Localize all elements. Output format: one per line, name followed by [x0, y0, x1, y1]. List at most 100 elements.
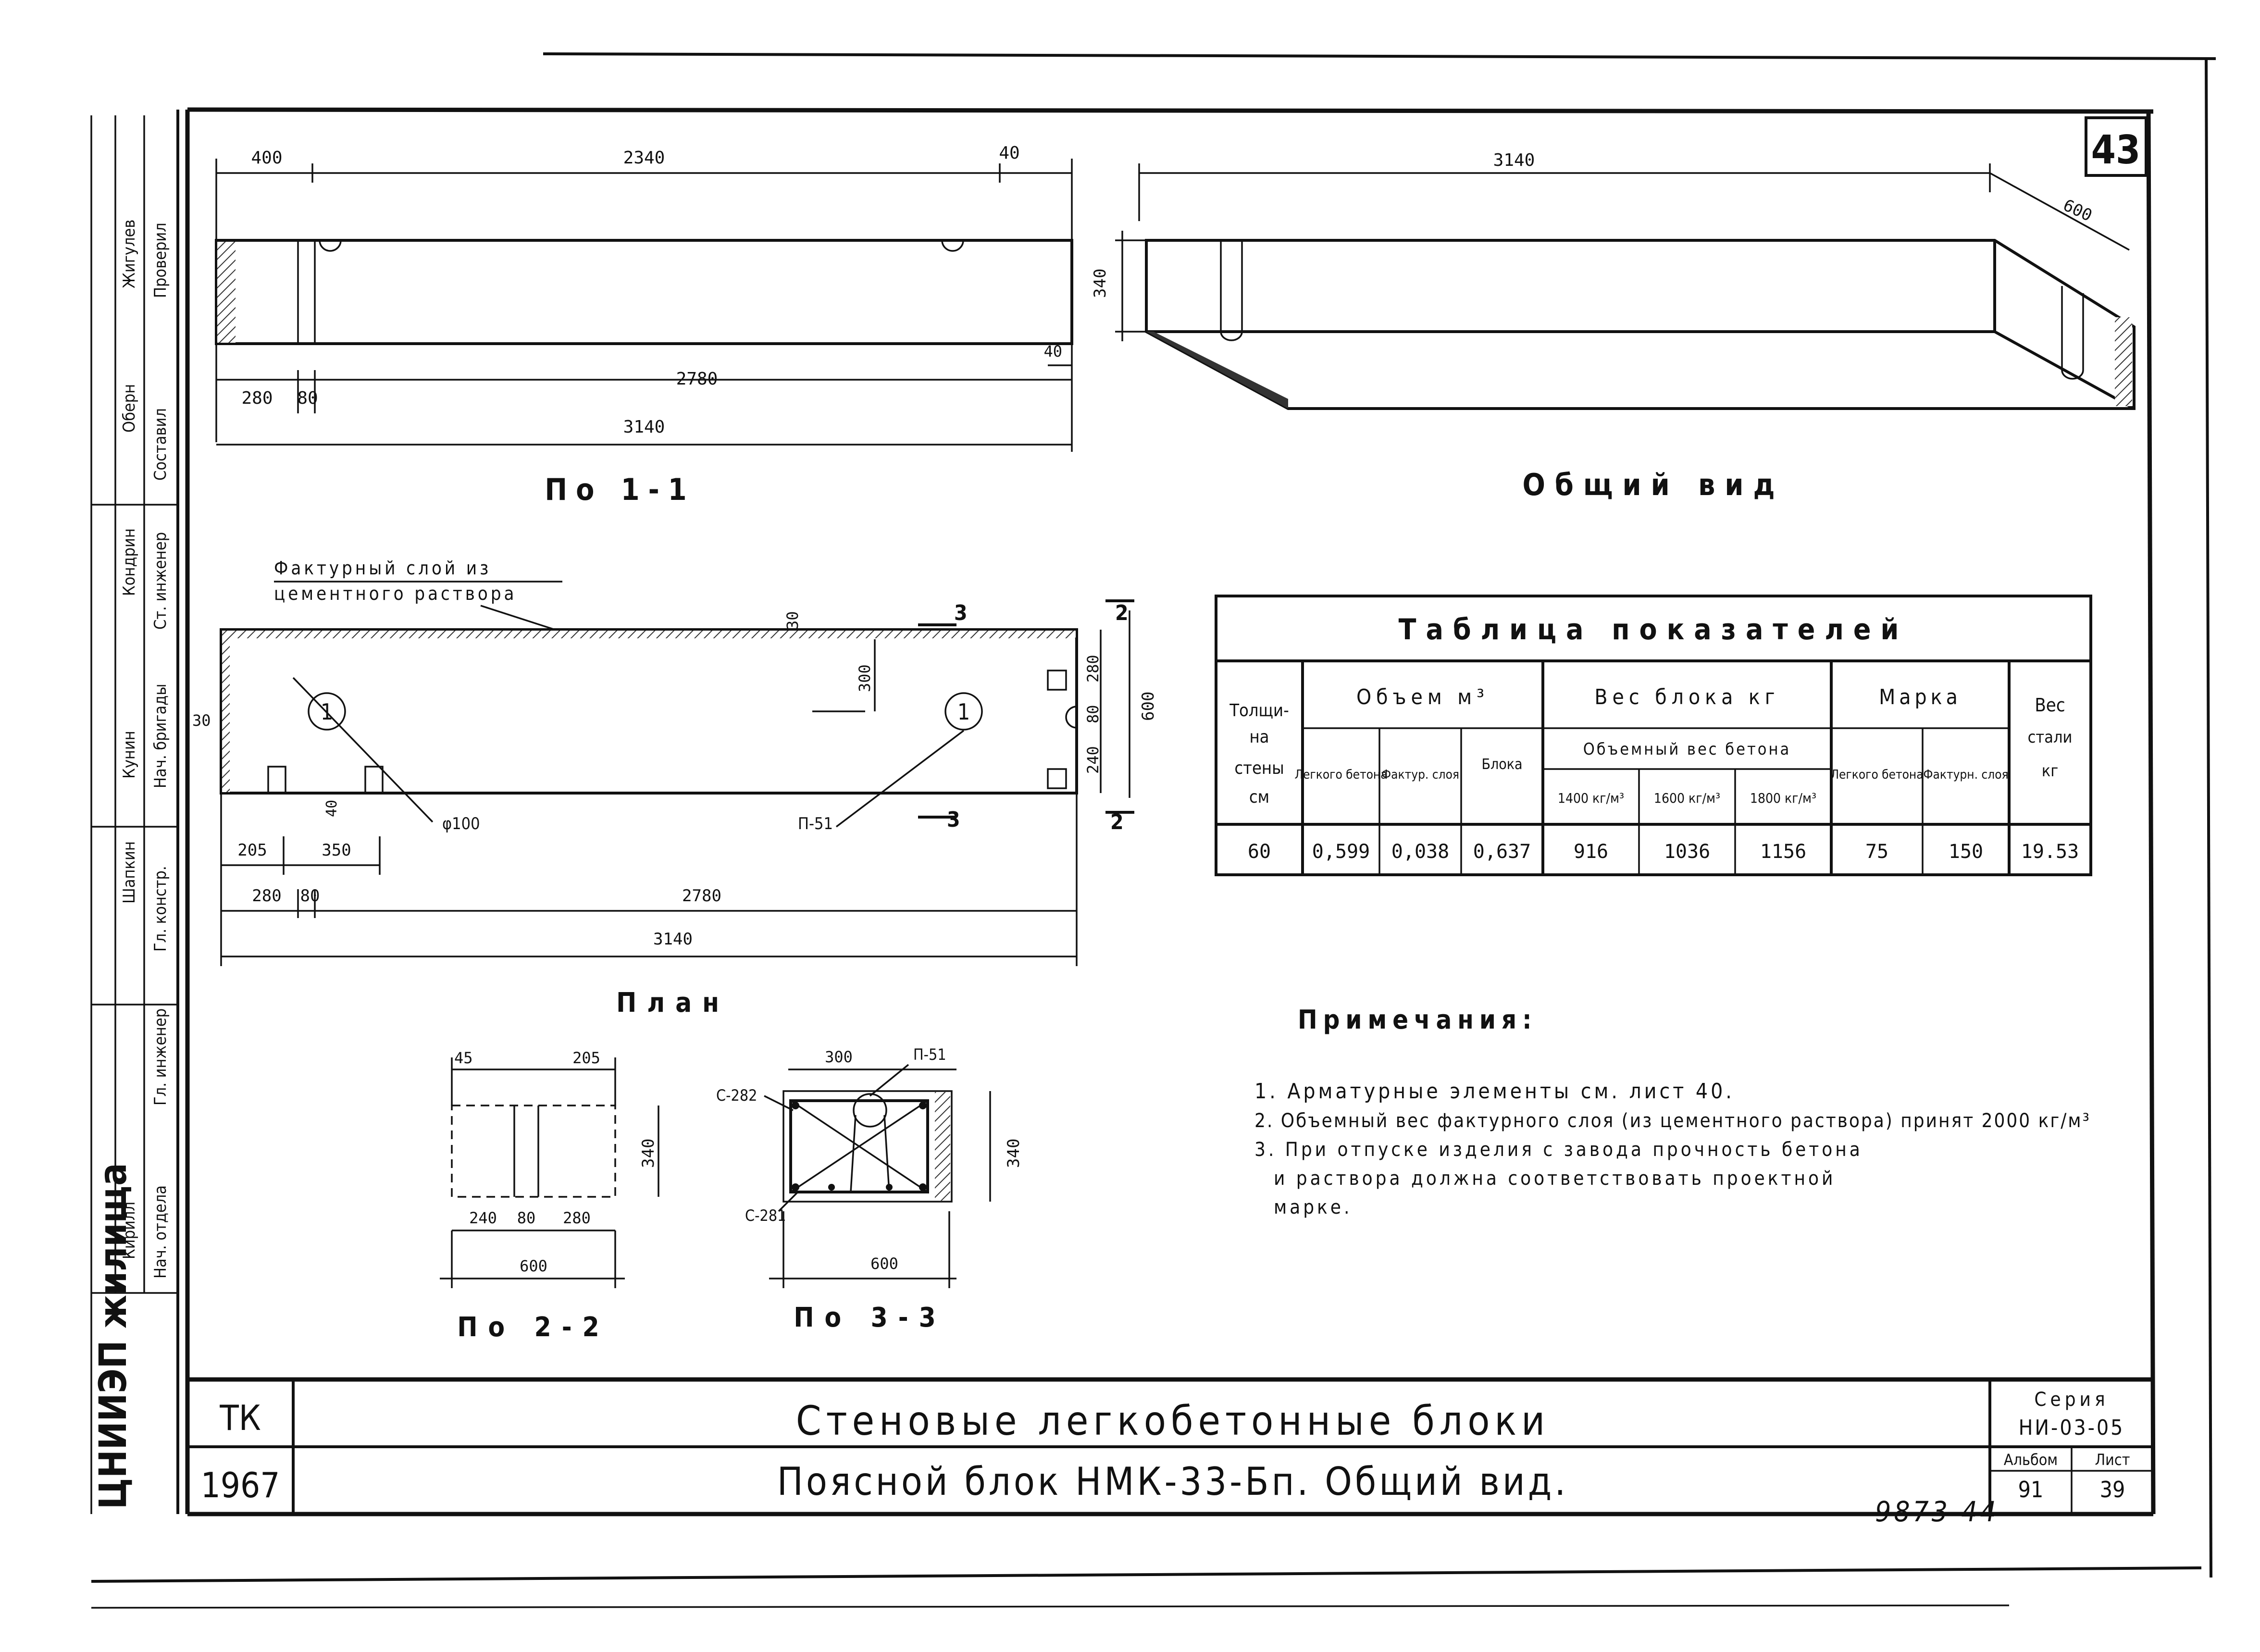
th-mark-fact: Фактурн. слоя	[1923, 768, 2008, 782]
td-w-1800: 1156	[1760, 841, 1806, 863]
td-steel: 19.53	[2021, 841, 2079, 863]
plan-cut-2-bot: 2	[1110, 810, 1124, 834]
s22-dim-45: 45	[454, 1049, 473, 1067]
th-volume: Объем м³	[1356, 685, 1489, 709]
section-1-1: 400 2340 40 280 80 2780 3140 40 По 1-1	[215, 143, 1073, 507]
td-mark-fact: 150	[1949, 841, 1983, 863]
plan-rebar-label: П-51	[798, 814, 833, 833]
notes: Примечания: 1. Арматурные элементы см. л…	[1254, 1005, 2091, 1218]
side-stamp: Нач. отдела Гл. инженер Гл. констр. Нач.…	[90, 110, 179, 1514]
plan-cut-3-bot: 3	[947, 807, 960, 832]
side-role-1: Нач. отдела	[151, 1185, 170, 1279]
th-vol-block: Блока	[1481, 756, 1522, 773]
dim-1-1-top-b: 2340	[623, 148, 665, 168]
indicators-table: Таблица показателей Толщи- на стены см О…	[1215, 595, 2092, 876]
side-role-7: Проверил	[151, 223, 170, 298]
gv-dim-length: 3140	[1493, 150, 1535, 170]
plan-note-2: цементного раствора	[274, 583, 517, 604]
plan-dim-r-600: 600	[1139, 692, 1158, 721]
plan-cut-3-top: 3	[954, 601, 968, 625]
side-role-6: Составил	[151, 408, 170, 481]
general-view-title: Общий вид	[1522, 467, 1784, 502]
plan-dim-280: 280	[252, 886, 281, 906]
dim-1-1-b-a: 280	[241, 388, 273, 408]
th-w-1800: 1800 кг/м³	[1750, 790, 1816, 806]
dim-1-1-total: 3140	[623, 417, 665, 437]
s22-dim-80: 80	[517, 1209, 536, 1227]
tb-album-label: Альбом	[2004, 1451, 2058, 1469]
sheet-stamp: 9873 44	[1875, 1495, 1999, 1528]
tb-org: ТК	[219, 1398, 261, 1438]
plan-pipe-label: φ100	[442, 814, 480, 833]
s22-dim-240: 240	[469, 1209, 497, 1227]
side-name-1: Шапкин	[120, 841, 139, 904]
s33-dim-300: 300	[825, 1048, 853, 1066]
side-name-3: Кирилл	[120, 1202, 139, 1259]
plan-dim-205: 205	[237, 841, 267, 860]
plan-dim-300: 300	[856, 664, 874, 692]
plan-dim-30-left: 30	[192, 711, 211, 730]
td-mark-light: 75	[1865, 841, 1888, 863]
side-role-4: Нач. бригады	[151, 683, 170, 788]
s33-dim-height: 340	[1004, 1139, 1023, 1168]
section-2-2: 45 205 340 240 80 280 600 По 2-2	[440, 1049, 659, 1343]
tb-year: 1967	[201, 1465, 280, 1505]
th-thickness-2: на	[1249, 727, 1269, 747]
plan-dim-80: 80	[300, 886, 320, 906]
dim-1-1-b-b: 80	[297, 388, 318, 408]
th-thickness-1: Толщи-	[1229, 701, 1289, 720]
plan-dim-2780: 2780	[682, 886, 721, 906]
note-2: 2. Объемный вес фактурного слоя (из цеме…	[1254, 1110, 2091, 1132]
sheet-number: 43	[2091, 127, 2141, 173]
plan-dim-r-280: 280	[1084, 655, 1102, 683]
th-thickness-4: см	[1249, 787, 1269, 807]
tb-title-2: Поясной блок НМК-33-Бп. Общий вид.	[777, 1459, 1568, 1504]
tb-sheet-label: Лист	[2095, 1451, 2130, 1469]
dim-1-1-top-a: 400	[251, 148, 282, 168]
s33-label-p51: П-51	[913, 1045, 946, 1064]
plan-cut-2-top: 2	[1115, 601, 1129, 625]
plan-dim-40: 40	[323, 800, 340, 817]
tb-series-label: Серия	[2034, 1389, 2109, 1411]
th-w-1400: 1400 кг/м³	[1558, 790, 1624, 806]
side-role-5: Ст. инженер	[151, 532, 170, 630]
side-name-2: Кунин	[120, 731, 139, 779]
th-vol-fact: Фактур. слоя	[1381, 768, 1459, 782]
side-institute: ЦНИИЭП жилища	[92, 1163, 135, 1509]
tb-series-value: НИ-03-05	[2019, 1416, 2125, 1440]
title-block: ТК 1967 Стеновые легкобетонные блоки Поя…	[187, 1377, 2153, 1516]
note-1: 1. Арматурные элементы см. лист 40.	[1254, 1079, 1735, 1104]
section-3-3-title: По 3-3	[794, 1302, 946, 1333]
plan-dim-350: 350	[322, 841, 351, 860]
s22-dim-height: 340	[639, 1139, 658, 1168]
th-steel-1: Вес	[2035, 695, 2065, 716]
th-weight-sub: Объемный вес бетона	[1583, 740, 1791, 759]
note-3b: и раствора должна соответствовать проект…	[1274, 1168, 1836, 1190]
side-name-5: Оберн	[120, 384, 139, 433]
note-3c: марке.	[1274, 1196, 1352, 1218]
side-name-4: Кондрин	[120, 528, 139, 596]
s22-dim-total: 600	[520, 1257, 547, 1275]
side-role-2: Гл. инженер	[151, 1008, 170, 1105]
plan-dim-total: 3140	[653, 930, 693, 949]
dim-1-1-height: 40	[1043, 342, 1062, 360]
sheet-frame	[91, 52, 2216, 1609]
section-3-3: 300 П-51 С-282 С-281 340 600 По 3-3	[716, 1045, 1023, 1333]
note-3: 3. При отпуске изделия с завода прочност…	[1254, 1139, 1863, 1161]
th-thickness-3: стены	[1234, 758, 1284, 778]
td-w-1600: 1036	[1664, 841, 1710, 863]
td-vol-fact: 0,038	[1391, 841, 1449, 863]
dim-1-1-top-c: 40	[999, 143, 1019, 163]
th-w-1600: 1600 кг/м³	[1654, 790, 1720, 806]
s33-label-c282: С-282	[716, 1086, 757, 1105]
plan-dim-r-80: 80	[1084, 705, 1102, 723]
general-view: 3140 600 340 Общий вид	[1091, 150, 2136, 502]
tb-album-value: 91	[2018, 1477, 2044, 1503]
side-role-3: Гл. констр.	[151, 866, 170, 952]
plan-dim-r-240: 240	[1084, 746, 1102, 774]
side-name-6: Жигулев	[120, 220, 139, 288]
plan-note-1: Фактурный слой из	[274, 558, 491, 579]
tb-sheet-value: 39	[2100, 1477, 2125, 1503]
td-w-1400: 916	[1574, 841, 1608, 863]
